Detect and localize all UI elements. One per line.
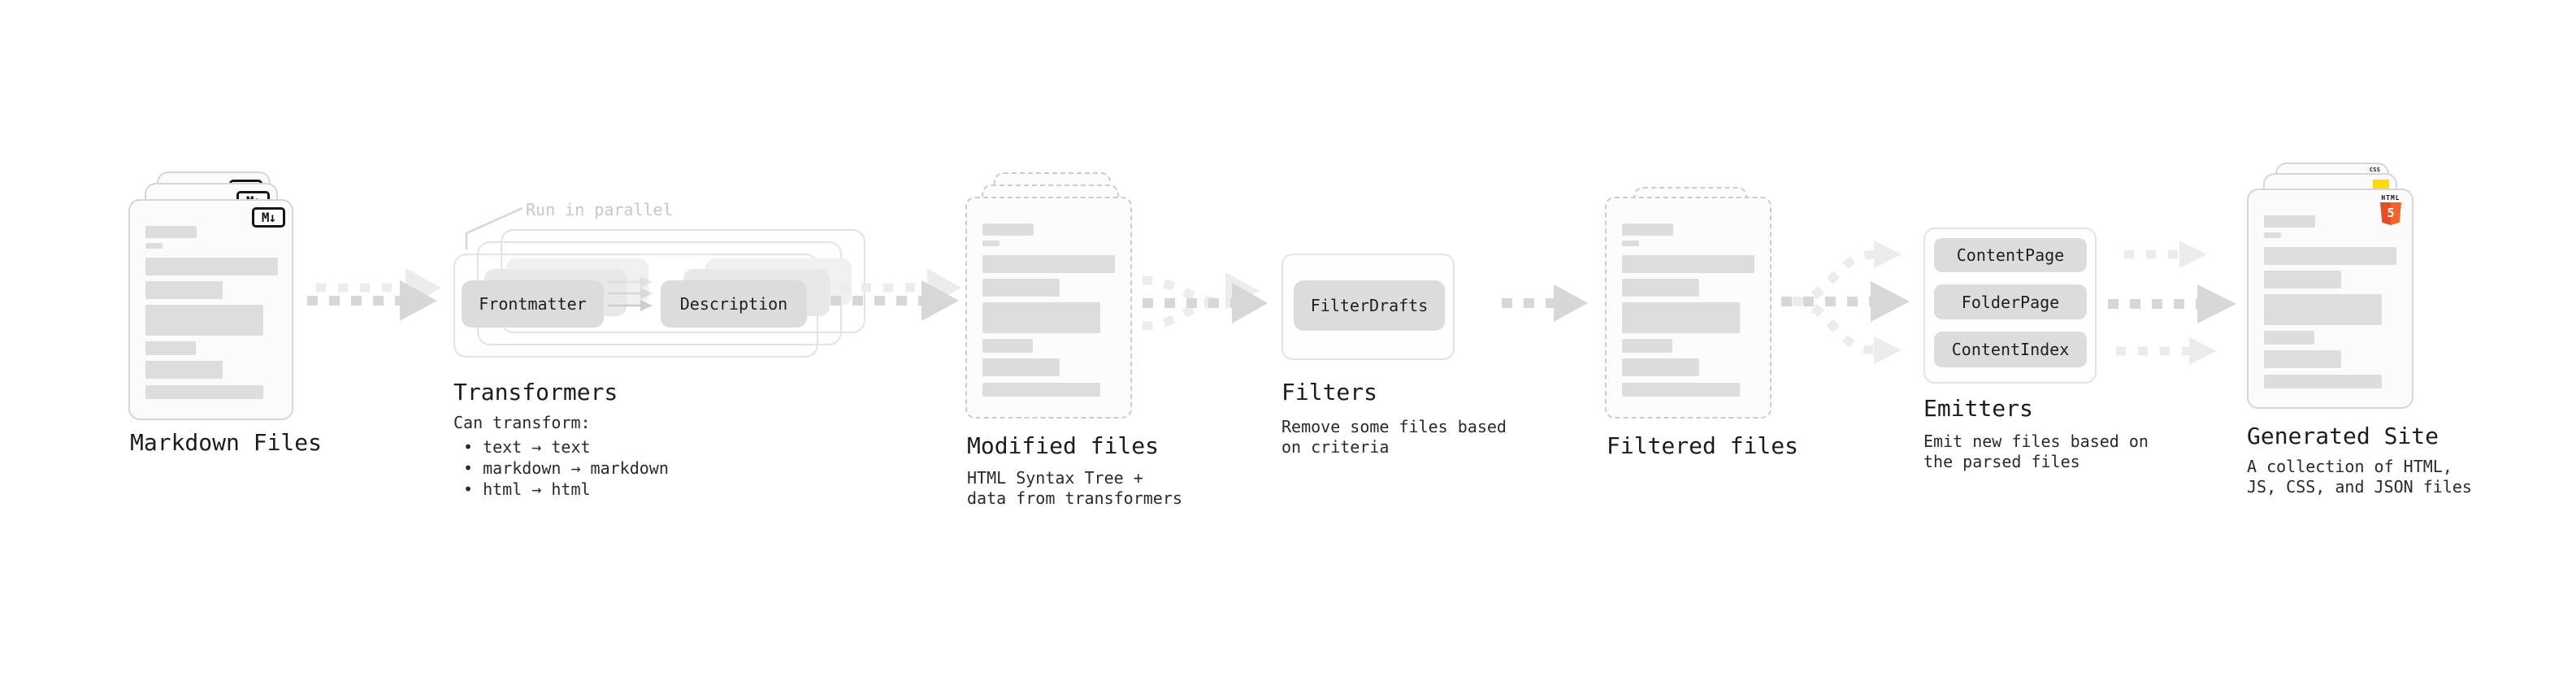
skeleton-line (145, 341, 196, 355)
skeleton-line (982, 255, 1115, 273)
emitter-node-contentpage: ContentPage (1934, 238, 2087, 272)
emitter-node-folderpage: FolderPage (1934, 284, 2087, 319)
stage-label-modified-files: Modified files (967, 432, 1160, 459)
filter-node-filterdrafts: FilterDrafts (1294, 280, 1445, 331)
note-line: Remove some files based (1281, 417, 1507, 436)
arrow-markdown-to-transformers (307, 280, 437, 321)
skeleton-line (1622, 339, 1672, 353)
skeleton-line (145, 361, 223, 379)
stage-label-filters: Filters (1281, 379, 1378, 406)
modified-file-card-front (965, 197, 1132, 419)
note-bullet: • markdown → markdown (463, 458, 669, 478)
html5-icon-shield: 5 (2380, 202, 2401, 225)
note-line: Can transform: (453, 413, 591, 432)
generated-site-note: A collection of HTML, JS, CSS, and JSON … (2247, 457, 2472, 497)
stage-label-filtered-files: Filtered files (1607, 432, 1799, 459)
arrow-markdown-to-transformers-ghost (316, 268, 441, 307)
transformer-node-description: Description (661, 280, 807, 327)
skeleton-line (2264, 247, 2396, 265)
arrow-emitters-to-generated (2108, 241, 2236, 365)
js-icon (2373, 180, 2389, 189)
note-line: the parsed files (1923, 452, 2080, 471)
skeleton-line (982, 241, 1000, 246)
markdown-icon: M↓ (252, 207, 285, 228)
skeleton-line (2264, 350, 2341, 368)
skeleton-line (145, 385, 263, 399)
emitters-note: Emit new files based on the parsed files (1923, 432, 2149, 472)
skeleton-line (1622, 255, 1754, 273)
emitter-node-contentindex: ContentIndex (1934, 332, 2087, 367)
skeleton-line (982, 302, 1100, 333)
skeleton-line (1622, 223, 1673, 236)
generated-file-card-html: HTML 5 (2247, 189, 2413, 409)
modified-files-note: HTML Syntax Tree + data from transformer… (967, 468, 1182, 509)
stage-label-markdown-files: Markdown Files (130, 429, 323, 456)
html5-icon-label: HTML (2381, 194, 2400, 202)
skeleton-line (1622, 302, 1740, 333)
arrow-modified-to-filters (1142, 272, 1268, 331)
skeleton-line (2264, 331, 2314, 345)
note-bullet: • html → html (463, 479, 591, 499)
note-line: Emit new files based on (1923, 432, 2149, 451)
arrow-filtered-to-emitters (1781, 241, 1910, 364)
stage-label-generated-site: Generated Site (2247, 423, 2439, 449)
note-bullet: • text → text (463, 437, 591, 457)
transformers-note: Can transform: • text → text • markdown … (453, 412, 669, 500)
run-in-parallel-annotation: Run in parallel (526, 200, 673, 219)
skeleton-line (145, 305, 263, 336)
skeleton-line (982, 339, 1033, 353)
skeleton-line (982, 279, 1060, 297)
skeleton-line (2264, 294, 2382, 325)
note-line: data from transformers (967, 488, 1182, 508)
skeleton-line (145, 243, 163, 249)
skeleton-line (2264, 375, 2382, 388)
note-line: JS, CSS, and JSON files (2247, 477, 2472, 497)
filters-note: Remove some files based on criteria (1281, 417, 1507, 458)
skeleton-line (1622, 241, 1639, 246)
skeleton-line (1622, 279, 1699, 297)
css-icon-label: CSS (2369, 167, 2381, 173)
skeleton-line (982, 223, 1034, 236)
note-line: A collection of HTML, (2247, 457, 2452, 476)
stage-label-emitters: Emitters (1923, 395, 2033, 422)
skeleton-line (982, 383, 1100, 397)
stage-label-transformers: Transformers (453, 379, 618, 406)
filtered-file-card-front (1605, 197, 1772, 419)
skeleton-line (1622, 358, 1699, 376)
transformer-node-frontmatter: Frontmatter (462, 280, 604, 327)
skeleton-line (982, 358, 1060, 376)
skeleton-line (145, 258, 278, 275)
markdown-file-card-front: M↓ (128, 199, 293, 420)
note-line: HTML Syntax Tree + (967, 468, 1143, 488)
arrow-filters-to-filtered (1502, 284, 1588, 322)
skeleton-line (145, 281, 223, 299)
note-line: on criteria (1281, 437, 1390, 457)
skeleton-line (2264, 232, 2281, 238)
html5-icon: HTML 5 (2379, 194, 2402, 225)
skeleton-line (145, 226, 197, 238)
skeleton-line (2264, 271, 2341, 288)
skeleton-line (2264, 215, 2315, 228)
skeleton-line (1622, 383, 1740, 397)
